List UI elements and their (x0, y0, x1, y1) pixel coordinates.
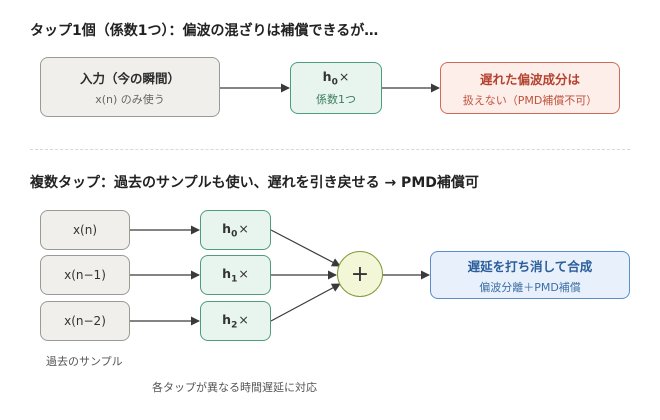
combined-output-title: 遅延を打ち消して合成 (467, 258, 593, 274)
combined-output-subtitle: 偏波分離＋PMD補償 (479, 280, 581, 294)
pmd-limitation-subtitle: 扱えない（PMD補償不可） (462, 93, 598, 107)
input-sample-xn: x(n) (40, 210, 130, 250)
arrow-h0-to-sum (270, 229, 341, 267)
summation-node: + (337, 251, 383, 297)
current-input-box: 入力（今の瞬間） x(n) のみ使う (40, 57, 220, 117)
input-sample-label: x(n−1) (64, 268, 106, 282)
taps-delay-note: 各タップが異なる時間遅延に対応 (152, 381, 317, 394)
tap-h1-label: h1× (222, 265, 249, 285)
tap-h2-box: h2× (200, 301, 271, 341)
input-sample-label: x(n) (72, 223, 98, 237)
pmd-limitation-title: 遅れた偏波成分は (479, 71, 580, 87)
tap-h0-label: h0× (222, 220, 249, 240)
single-tap-box: h0× 係数1つ (290, 62, 382, 114)
past-samples-note: 過去のサンプル (46, 355, 123, 368)
input-sample-xn-1: x(n−1) (40, 255, 130, 295)
tap-h0-box: h0× (200, 210, 271, 250)
pmd-limitation-box: 遅れた偏波成分は 扱えない（PMD補償不可） (440, 62, 620, 114)
input-sample-label: x(n−2) (64, 314, 106, 328)
input-sample-xn-2: x(n−2) (40, 301, 130, 341)
tap-h1-box: h1× (200, 255, 271, 295)
section2-heading: 複数タップ：過去のサンプルも使い、遅れを引き戻せる → PMD補償可 (30, 175, 479, 191)
current-input-title: 入力（今の瞬間） (79, 70, 180, 86)
combined-output-box: 遅延を打ち消して合成 偏波分離＋PMD補償 (430, 251, 630, 299)
single-tap-subtitle: 係数1つ (316, 93, 356, 107)
section1-heading: タップ1個（係数1つ）：偏波の混ざりは補償できるが… (30, 23, 379, 39)
arrow-h2-to-sum (270, 283, 341, 322)
single-tap-label: h0× (322, 68, 350, 88)
section-divider (30, 149, 630, 150)
tap-h2-label: h2× (222, 311, 249, 331)
current-input-subtitle: x(n) のみ使う (95, 92, 165, 106)
